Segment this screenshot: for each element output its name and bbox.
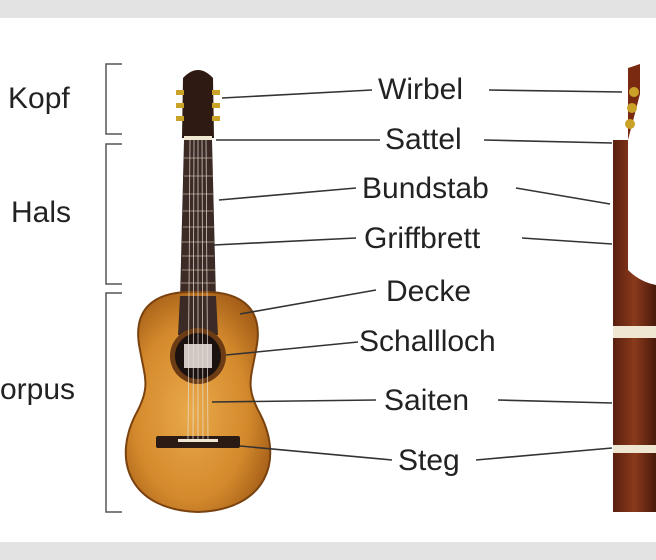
section-label-kopf: Kopf [8, 82, 70, 115]
bracket-korpus [105, 292, 122, 513]
part-label-wirbel: Wirbel [378, 73, 464, 106]
part-label-griffbrett: Griffbrett [364, 222, 481, 255]
part-label-schallloch: Schallloch [359, 325, 496, 358]
bottom-frame-bar [0, 542, 656, 560]
bracket-hals [105, 143, 122, 285]
leader-lines [211, 89, 623, 461]
guitar-front-view [124, 70, 272, 514]
section-label-hals: Hals [11, 196, 72, 229]
top-frame-bar [0, 0, 656, 18]
section-label-korpus: orpus [0, 373, 76, 406]
guitar-side-view [613, 64, 656, 512]
part-label-steg: Steg [398, 444, 460, 477]
part-label-sattel: Sattel [385, 123, 462, 156]
part-label-bundstab: Bundstab [362, 172, 489, 205]
part-label-decke: Decke [386, 275, 472, 308]
part-label-saiten: Saiten [384, 384, 470, 417]
bracket-kopf [105, 63, 122, 135]
